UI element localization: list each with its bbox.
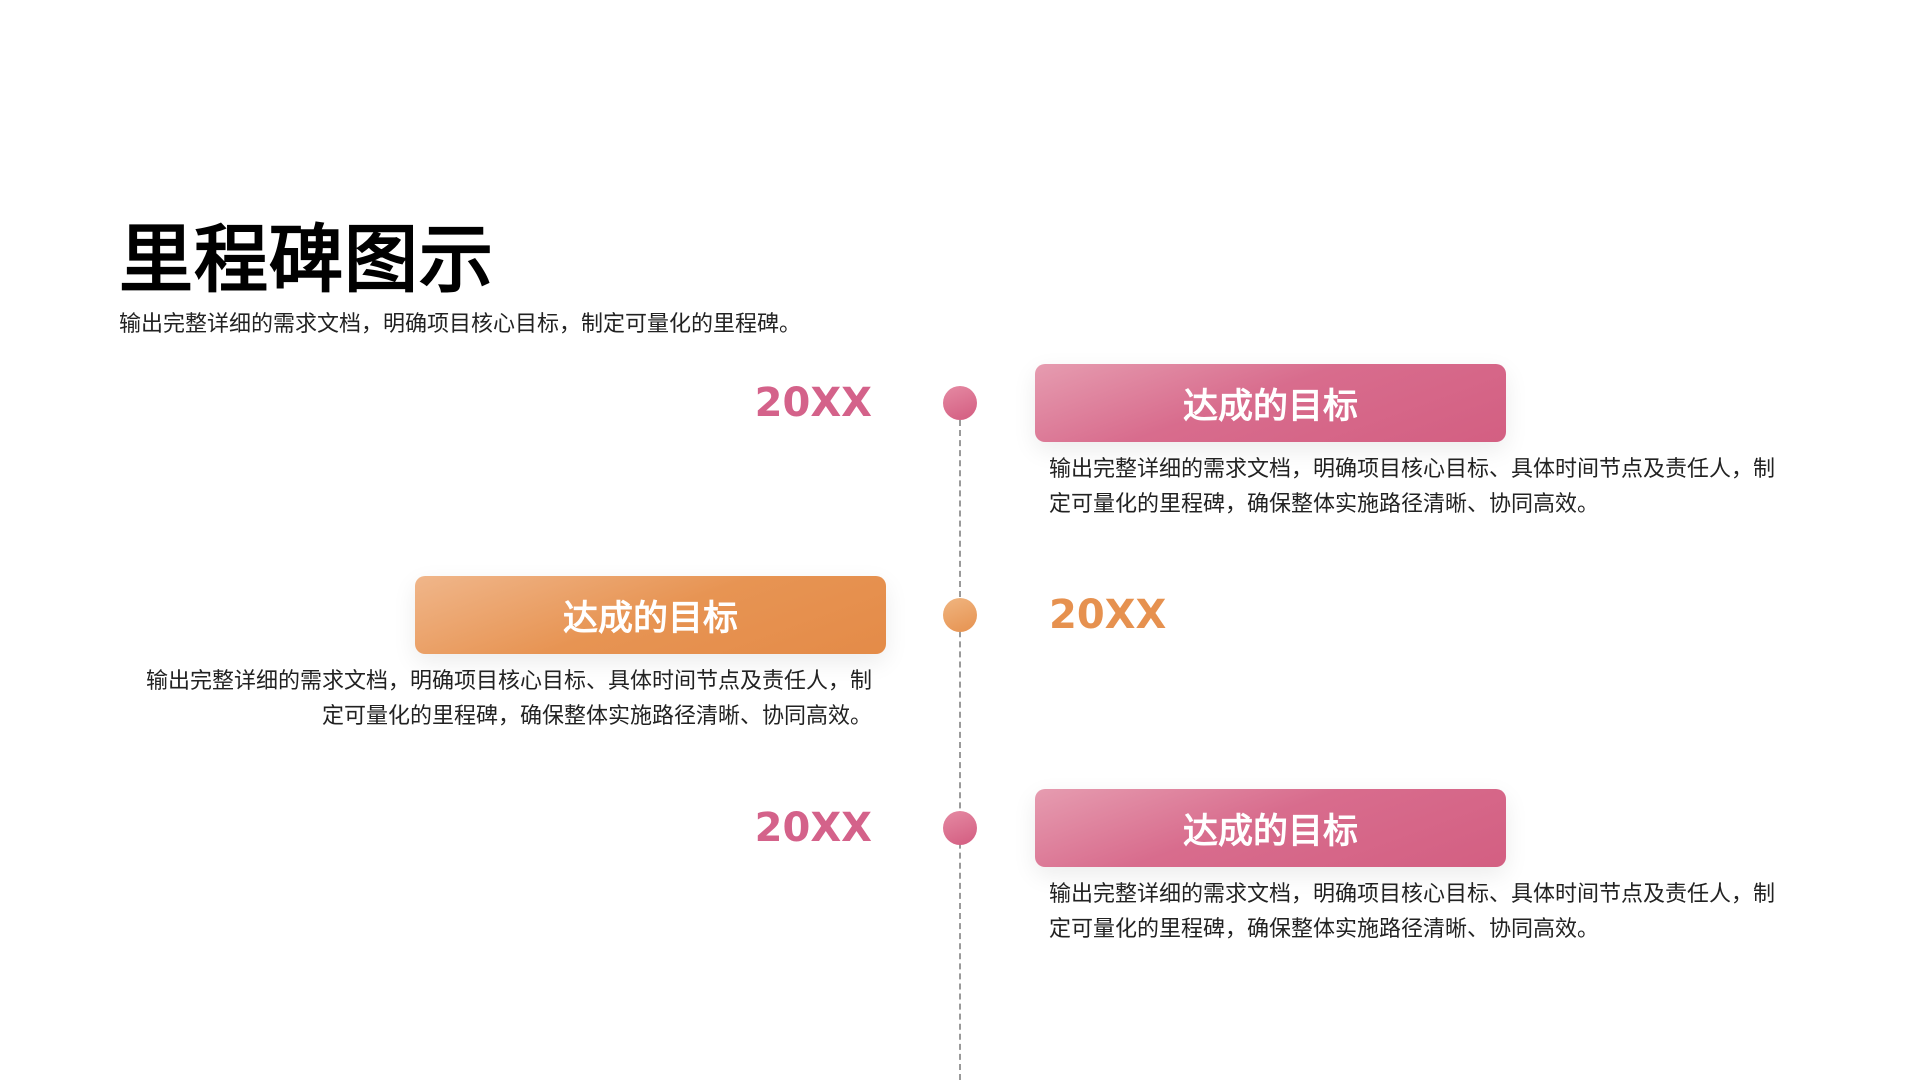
milestone-label-2: 达成的目标 — [415, 576, 886, 654]
page-subtitle: 输出完整详细的需求文档，明确项目核心目标，制定可量化的里程碑。 — [119, 312, 802, 337]
milestone-dot-2 — [943, 598, 977, 632]
milestone-dot-1 — [943, 386, 977, 420]
milestone-year-2: 20XX — [1049, 592, 1167, 638]
milestone-dot-3 — [943, 811, 977, 845]
timeline-line — [959, 420, 961, 1080]
milestone-label-1: 达成的目标 — [1035, 364, 1506, 442]
milestone-year-3: 20XX — [754, 805, 872, 851]
milestone-year-1: 20XX — [754, 380, 872, 426]
page-title: 里程碑图示 — [119, 217, 494, 303]
milestone-desc-3: 输出完整详细的需求文档，明确项目核心目标、具体时间节点及责任人，制定可量化的里程… — [1049, 882, 1776, 942]
milestone-desc-1: 输出完整详细的需求文档，明确项目核心目标、具体时间节点及责任人，制定可量化的里程… — [1049, 457, 1776, 517]
milestone-desc-2: 输出完整详细的需求文档，明确项目核心目标、具体时间节点及责任人，制定可量化的里程… — [145, 669, 872, 729]
milestone-label-3: 达成的目标 — [1035, 789, 1506, 867]
